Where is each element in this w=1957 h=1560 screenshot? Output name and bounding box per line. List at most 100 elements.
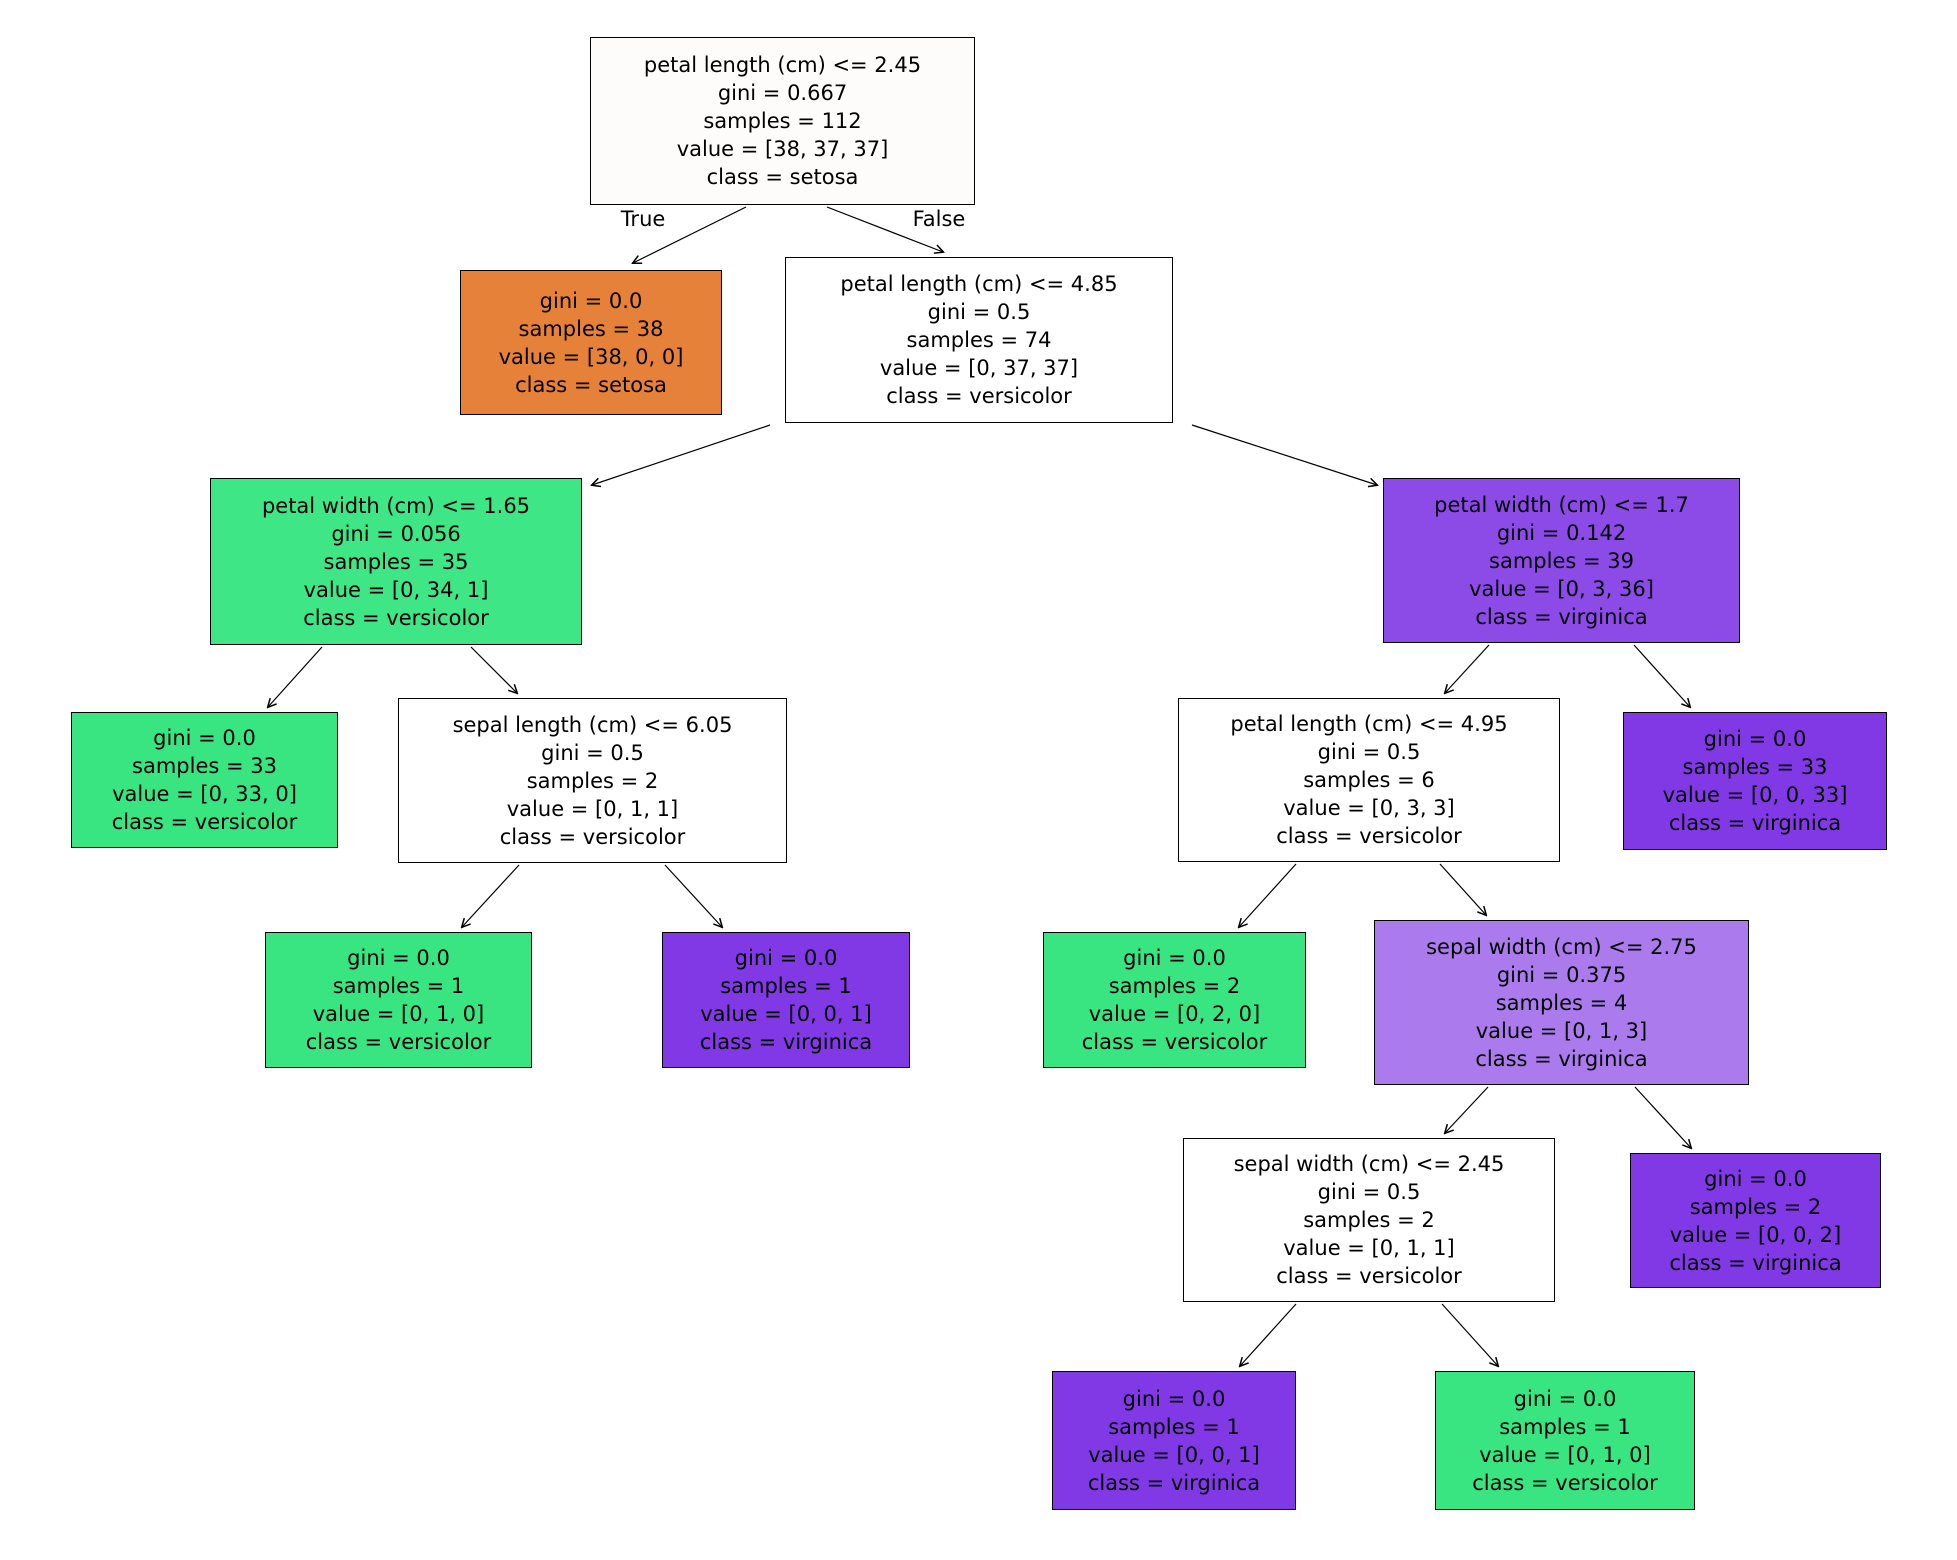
node-text-line: gini = 0.0: [153, 726, 256, 750]
node-text-line: sepal width (cm) <= 2.45: [1233, 1152, 1505, 1176]
node-text-line: samples = 6: [1303, 768, 1435, 792]
node-text-line: class = versicolor: [1081, 1030, 1268, 1054]
node-text-line: samples = 1: [332, 974, 465, 998]
node-text-line: samples = 33: [132, 754, 277, 778]
node-text-line: samples = 74: [906, 328, 1052, 352]
node-text-line: class = versicolor: [1276, 1264, 1462, 1288]
node-text-line: petal length (cm) <= 2.45: [643, 53, 922, 77]
node-text-line: value = [0, 3, 3]: [1283, 796, 1455, 820]
node-text-line: value = [0, 1, 1]: [506, 796, 679, 821]
node-root-petal-length-2.45: petal length (cm) <= 2.45 gini = 0.667 sam…: [590, 37, 975, 205]
edge-485-right: [1191, 424, 1377, 485]
node-sepal-width-2.75: sepal width (cm) <= 2.75 gini = 0.375 samp…: [1374, 920, 1749, 1085]
node-text-line: class = virginica: [1669, 1250, 1842, 1275]
node-text-line: class = virginica: [1668, 811, 1842, 835]
node-text-line: petal length (cm) <= 4.85: [840, 272, 1118, 296]
node-text-line: samples = 33: [1682, 755, 1828, 779]
node-text-line: samples = 2: [526, 768, 659, 793]
node-text-line: class = versicolor: [499, 824, 686, 849]
edge-495-left: [1239, 863, 1297, 927]
node-text-line: gini = 0.0: [539, 288, 643, 313]
node-text-line: gini = 0.0: [1123, 946, 1226, 970]
node-text-line: gini = 0.142: [1496, 520, 1627, 545]
node-text-line: value = [0, 1, 0]: [1479, 1442, 1651, 1467]
node-text-line: gini = 0.5: [1317, 740, 1421, 764]
edge-275-right: [1634, 1086, 1691, 1148]
node-leaf-virginica-1-left: gini = 0.0 samples = 1 value = [0, 0, 1] cl…: [662, 932, 910, 1068]
node-text-line: gini = 0.5: [1317, 1180, 1421, 1204]
node-leaf-virginica-1-bottom: gini = 0.0 samples = 1 value = [0, 0, 1] cl…: [1052, 1371, 1296, 1510]
node-petal-length-4.85: petal length (cm) <= 4.85 gini = 0.5 sampl…: [785, 257, 1173, 423]
node-text-line: value = [0, 3, 36]: [1469, 576, 1654, 601]
edge-17-left: [1445, 644, 1490, 693]
node-text-line: samples = 1: [1499, 1414, 1631, 1439]
edge-245-left: [1240, 1303, 1297, 1366]
node-text-line: class = versicolor: [303, 605, 489, 630]
node-text-line: petal length (cm) <= 4.95: [1230, 712, 1508, 736]
node-text-line: value = [38, 37, 37]: [676, 137, 889, 161]
node-text-line: gini = 0.5: [927, 300, 1031, 324]
node-text-line: petal width (cm) <= 1.65: [261, 493, 531, 518]
node-text-line: value = [0, 34, 1]: [303, 577, 489, 602]
node-text-line: samples = 39: [1489, 548, 1634, 573]
node-text-line: class = setosa: [515, 372, 667, 397]
edge-605-right: [664, 864, 722, 927]
edge-275-left: [1445, 1086, 1489, 1133]
node-sepal-length-6.05: sepal length (cm) <= 6.05 gini = 0.5 sampl…: [398, 698, 787, 863]
node-text-line: samples = 2: [1303, 1208, 1435, 1232]
node-text-line: value = [0, 1, 1]: [1283, 1236, 1455, 1260]
node-text-line: value = [0, 33, 0]: [112, 782, 297, 806]
node-text-line: sepal width (cm) <= 2.75: [1426, 934, 1697, 959]
node-text-line: class = virginica: [699, 1030, 873, 1054]
node-text-line: gini = 0.056: [331, 521, 461, 546]
node-text-line: gini = 0.0: [1703, 727, 1807, 751]
node-leaf-versicolor-2: gini = 0.0 samples = 2 value = [0, 2, 0] cl…: [1043, 932, 1306, 1068]
node-text-line: gini = 0.375: [1496, 962, 1627, 987]
node-text-line: value = [0, 2, 0]: [1088, 1002, 1261, 1026]
node-text-line: class = virginica: [1087, 1470, 1261, 1495]
node-text-line: gini = 0.0: [1513, 1386, 1617, 1411]
edge-17-right: [1633, 644, 1690, 707]
node-petal-width-1.7: petal width (cm) <= 1.7 gini = 0.142 sampl…: [1383, 478, 1740, 643]
node-text-line: value = [0, 0, 2]: [1669, 1222, 1842, 1247]
node-text-line: sepal length (cm) <= 6.05: [452, 712, 733, 737]
edge-485-left: [592, 424, 771, 485]
node-text-line: samples = 112: [703, 109, 862, 133]
node-text-line: samples = 38: [518, 316, 664, 341]
node-petal-length-4.95: petal length (cm) <= 4.95 gini = 0.5 sampl…: [1178, 698, 1560, 862]
node-text-line: value = [0, 37, 37]: [879, 356, 1079, 380]
edge-495-right: [1439, 863, 1486, 915]
node-text-line: class = versicolor: [1276, 824, 1462, 848]
edge-label-false: False: [912, 207, 966, 231]
node-text-line: gini = 0.667: [717, 81, 848, 105]
node-leaf-versicolor-33: gini = 0.0 samples = 33 value = [0, 33, 0]…: [71, 712, 338, 848]
node-text-line: value = [0, 0, 1]: [1088, 1442, 1260, 1467]
edge-605-left: [462, 864, 520, 927]
node-text-line: value = [0, 0, 1]: [700, 1002, 872, 1026]
node-text-line: gini = 0.0: [1704, 1166, 1807, 1191]
node-text-line: class = virginica: [1475, 1046, 1648, 1071]
edge-245-right: [1441, 1303, 1498, 1366]
node-text-line: samples = 2: [1108, 974, 1241, 998]
node-text-line: value = [0, 1, 3]: [1475, 1018, 1648, 1043]
node-text-line: gini = 0.0: [734, 946, 838, 970]
node-text-line: class = virginica: [1475, 604, 1648, 629]
node-text-line: class = versicolor: [111, 810, 298, 834]
node-text-line: samples = 4: [1495, 990, 1628, 1015]
node-text-line: class = versicolor: [305, 1030, 492, 1054]
node-text-line: gini = 0.5: [541, 740, 644, 765]
edge-165-right: [470, 646, 517, 693]
node-text-line: gini = 0.0: [1122, 1386, 1226, 1411]
node-text-line: class = setosa: [706, 165, 859, 189]
node-text-line: samples = 1: [720, 974, 852, 998]
node-text-line: samples = 1: [1108, 1414, 1240, 1439]
edge-165-left: [268, 646, 323, 707]
node-text-line: petal width (cm) <= 1.7: [1434, 492, 1689, 517]
